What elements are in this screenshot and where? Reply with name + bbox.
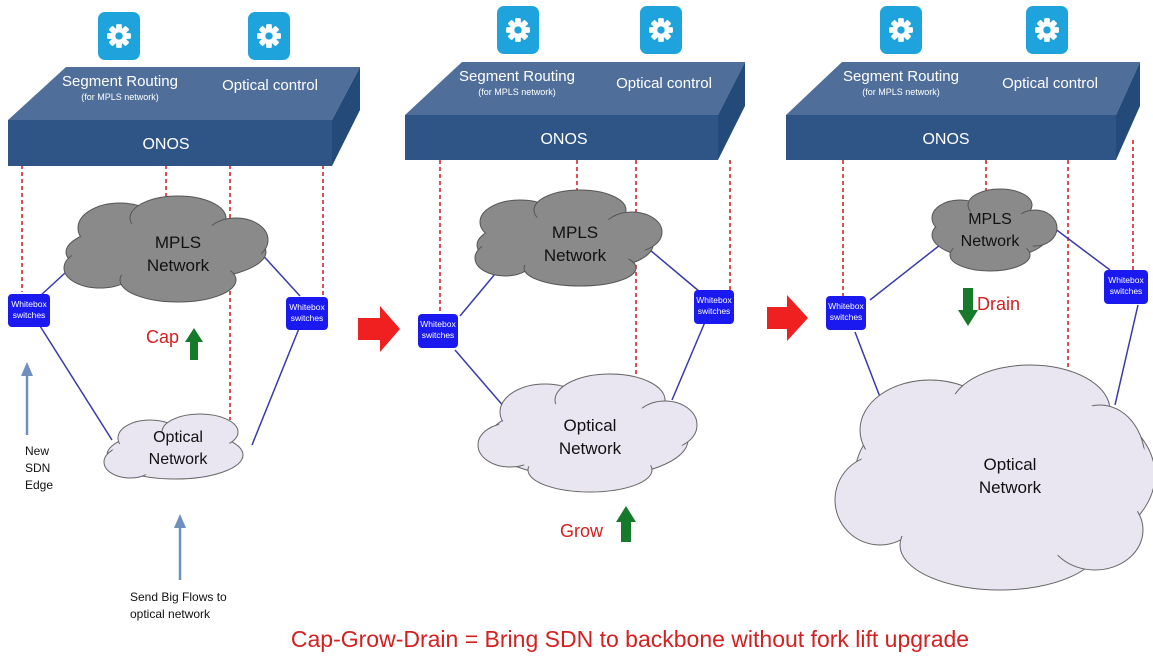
- switch-label-line1: Whitebox: [696, 295, 732, 305]
- switch-label-line2: switches: [830, 312, 863, 322]
- onos-platform: ONOS Segment Routing (for MPLS network) …: [8, 67, 360, 166]
- segment-routing-app-icon: [880, 6, 922, 54]
- onos-platform: ONOS Segment Routing (for MPLS network) …: [405, 62, 745, 160]
- optical-label-line1: Optical: [564, 416, 617, 435]
- switch-label-line1: Whitebox: [1108, 275, 1144, 285]
- control-links: [439, 160, 731, 380]
- optical-label-line2: Network: [149, 451, 209, 468]
- whitebox-switch-left: Whitebox switches: [418, 314, 458, 348]
- optical-cloud: [103, 413, 244, 480]
- green-up-arrow-icon: [616, 506, 636, 542]
- panel-drain: ONOS Segment Routing (for MPLS network) …: [786, 6, 1153, 591]
- stage-arrow-icon: [358, 306, 400, 352]
- segment-routing-sublabel: (for MPLS network): [81, 92, 159, 102]
- switch-label-line2: switches: [291, 313, 324, 323]
- mpls-label-line2: Network: [961, 233, 1021, 250]
- send-big-flows-line2: optical network: [130, 607, 211, 621]
- new-sdn-edge-line3: Edge: [25, 478, 53, 492]
- switch-label-line2: switches: [422, 330, 455, 340]
- optical-label-line1: Optical: [984, 455, 1037, 474]
- mpls-cloud: [63, 195, 269, 303]
- onos-label: ONOS: [142, 136, 189, 153]
- new-sdn-edge-line2: SDN: [25, 461, 50, 475]
- optical-control-label: Optical control: [616, 75, 712, 92]
- mpls-cloud: [474, 189, 663, 287]
- switch-label-line2: switches: [1110, 286, 1143, 296]
- segment-routing-sublabel: (for MPLS network): [862, 87, 940, 97]
- mpls-cloud: [931, 188, 1058, 272]
- optical-control-app-icon: [1026, 6, 1068, 54]
- optical-control-app-icon: [640, 6, 682, 54]
- onos-label: ONOS: [540, 131, 587, 148]
- switch-label-line1: Whitebox: [420, 319, 456, 329]
- whitebox-switch-right: Whitebox switches: [286, 297, 328, 330]
- mpls-label-line1: MPLS: [968, 211, 1012, 228]
- optical-control-app-icon: [248, 12, 290, 60]
- mpls-label-line2: Network: [147, 256, 210, 275]
- control-links: [842, 140, 1134, 378]
- green-up-arrow-icon: [185, 328, 203, 360]
- grow-label: Grow: [560, 521, 604, 541]
- mpls-label-line1: MPLS: [155, 233, 201, 252]
- optical-cloud: [834, 364, 1153, 591]
- send-big-flows-line1: Send Big Flows to: [130, 590, 227, 604]
- whitebox-switch-right: Whitebox switches: [694, 290, 734, 324]
- whitebox-switch-left: Whitebox switches: [8, 294, 50, 327]
- blue-up-arrow-icon: [21, 362, 33, 435]
- control-links: [21, 165, 324, 420]
- switch-label-line2: switches: [698, 306, 731, 316]
- segment-routing-label: Segment Routing: [62, 73, 178, 90]
- blue-up-arrow-icon: [174, 514, 186, 580]
- data-links: [454, 249, 706, 409]
- green-down-arrow-icon: [958, 288, 978, 326]
- segment-routing-app-icon: [497, 6, 539, 54]
- caption: Cap-Grow-Drain = Bring SDN to backbone w…: [291, 626, 969, 652]
- panel-grow: ONOS Segment Routing (for MPLS network) …: [405, 6, 745, 542]
- onos-label: ONOS: [922, 131, 969, 148]
- whitebox-switch-right: Whitebox switches: [1104, 270, 1148, 304]
- mpls-label-line1: MPLS: [552, 223, 598, 242]
- optical-control-label: Optical control: [1002, 75, 1098, 92]
- panel-cap: ONOS Segment Routing (for MPLS network) …: [8, 12, 360, 621]
- onos-platform: ONOS Segment Routing (for MPLS network) …: [786, 62, 1140, 160]
- data-links: [854, 224, 1139, 411]
- optical-cloud: [477, 373, 698, 493]
- switch-label-line1: Whitebox: [828, 301, 864, 311]
- new-sdn-edge-line1: New: [25, 444, 49, 458]
- segment-routing-label: Segment Routing: [459, 68, 575, 85]
- segment-routing-label: Segment Routing: [843, 68, 959, 85]
- optical-control-label: Optical control: [222, 77, 318, 94]
- drain-label: Drain: [977, 294, 1020, 314]
- segment-routing-sublabel: (for MPLS network): [478, 87, 556, 97]
- mpls-label-line2: Network: [544, 246, 607, 265]
- switch-label-line1: Whitebox: [289, 302, 325, 312]
- segment-routing-app-icon: [98, 12, 140, 60]
- optical-label-line2: Network: [979, 478, 1042, 497]
- optical-label-line1: Optical: [153, 429, 203, 446]
- optical-label-line2: Network: [559, 439, 622, 458]
- stage-arrow-icon: [767, 295, 808, 341]
- switch-label-line2: switches: [13, 310, 46, 320]
- switch-label-line1: Whitebox: [11, 299, 47, 309]
- cap-label: Cap: [146, 327, 179, 347]
- whitebox-switch-left: Whitebox switches: [826, 296, 866, 330]
